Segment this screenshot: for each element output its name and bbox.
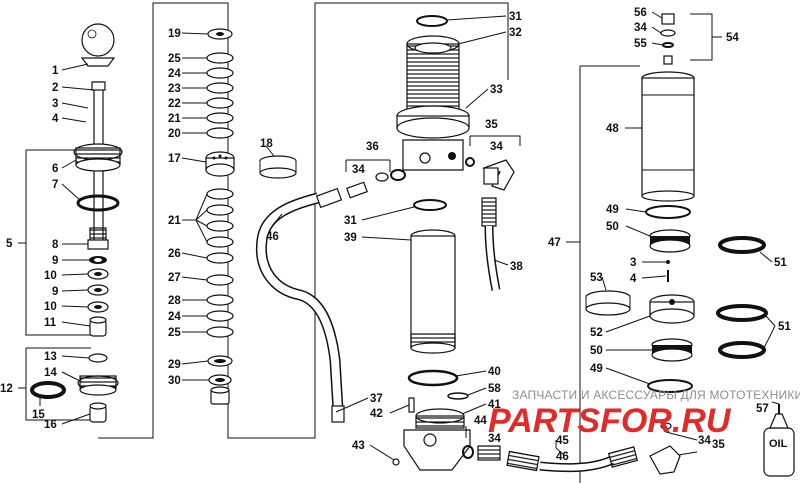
hose-assembly [255, 169, 406, 423]
callout-46: 46 [556, 451, 569, 463]
callout-24: 24 [168, 311, 181, 323]
callout-37: 37 [370, 393, 383, 405]
frame-lines [25, 2, 713, 483]
callout-58: 58 [488, 383, 501, 395]
callout-44: 44 [474, 415, 487, 427]
callout-2: 2 [52, 82, 58, 94]
callout-51: 51 [774, 257, 787, 269]
callout-9: 9 [52, 286, 58, 298]
callout-28: 28 [168, 295, 181, 307]
callout-23: 23 [168, 83, 181, 95]
callout-30: 30 [168, 375, 181, 387]
reservoir-assembly [585, 13, 795, 477]
callout-34: 34 [634, 22, 647, 34]
callout-50: 50 [606, 221, 619, 233]
callout-4: 4 [52, 113, 59, 125]
callout-3: 3 [630, 257, 636, 269]
callout-25: 25 [168, 53, 181, 65]
callout-11: 11 [44, 317, 57, 329]
callout-labels: 1 2 3 4 5 6 7 8 9 10 9 10 11 12 13 14 15… [0, 7, 791, 463]
o-ring-part [76, 194, 120, 212]
callout-7: 7 [52, 179, 58, 191]
callout-16: 16 [44, 419, 57, 431]
callout-21: 21 [168, 215, 181, 227]
callout-55: 55 [634, 38, 647, 50]
shaft-assembly [30, 23, 123, 423]
callout-27: 27 [168, 272, 181, 284]
callout-48: 48 [606, 123, 619, 135]
cylinder-assembly [392, 15, 681, 475]
callout-31: 31 [509, 11, 522, 23]
callout-1: 1 [52, 65, 59, 77]
callout-20: 20 [168, 128, 181, 140]
callout-35: 35 [485, 119, 498, 131]
callout-51: 51 [778, 321, 791, 333]
callout-34: 34 [352, 164, 365, 176]
callout-3: 3 [52, 98, 58, 110]
callout-34: 34 [698, 435, 711, 447]
watermark-logo: PARTSFOR.RU [488, 402, 732, 440]
callout-26: 26 [168, 248, 181, 260]
callout-39: 39 [344, 232, 357, 244]
callout-43: 43 [352, 440, 365, 452]
callout-32: 32 [509, 27, 522, 39]
callout-29: 29 [168, 359, 181, 371]
callout-14: 14 [44, 367, 57, 379]
watermark: ЗАПЧАСТИ И АКСЕССУАРЫ ДЛЯ МОТОТЕХНИКИ PA… [488, 388, 800, 440]
callout-57: 57 [756, 403, 769, 415]
callout-15: 15 [32, 409, 45, 421]
callout-34: 34 [488, 433, 501, 445]
callout-21: 21 [168, 113, 181, 125]
callout-8: 8 [52, 239, 59, 251]
callout-25: 25 [168, 327, 181, 339]
callout-12: 12 [0, 383, 13, 395]
callout-38: 38 [510, 261, 523, 273]
callout-33: 33 [490, 84, 503, 96]
callout-35: 35 [712, 439, 725, 451]
callout-40: 40 [488, 366, 501, 378]
callout-46: 46 [266, 231, 279, 243]
oil-bottle-label: OIL [769, 438, 788, 450]
callout-41: 41 [488, 399, 501, 411]
callout-4: 4 [630, 273, 637, 285]
callout-53: 53 [590, 272, 603, 284]
callout-6: 6 [52, 163, 58, 175]
callout-13: 13 [44, 351, 57, 363]
callout-5: 5 [6, 238, 13, 250]
callout-45: 45 [556, 435, 569, 447]
seal-ring-part [30, 381, 66, 399]
callout-56: 56 [634, 7, 647, 19]
callout-31: 31 [344, 215, 357, 227]
leader-lines [18, 11, 780, 461]
callout-47: 47 [548, 237, 561, 249]
ball-end-part [81, 23, 115, 57]
washer-stack [205, 28, 297, 405]
callout-49: 49 [590, 363, 603, 375]
callout-42: 42 [370, 408, 383, 420]
callout-52: 52 [590, 327, 603, 339]
callout-10: 10 [44, 301, 57, 313]
callout-54: 54 [726, 32, 739, 44]
callout-17: 17 [168, 153, 181, 165]
callout-24: 24 [168, 68, 181, 80]
callout-10: 10 [44, 270, 57, 282]
callout-36: 36 [366, 141, 379, 153]
callout-18: 18 [260, 138, 273, 150]
callout-22: 22 [168, 98, 181, 110]
watermark-text: ЗАПЧАСТИ И АКСЕССУАРЫ ДЛЯ МОТОТЕХНИКИ [512, 388, 800, 402]
callout-19: 19 [168, 28, 181, 40]
callout-50: 50 [590, 345, 603, 357]
callout-34: 34 [490, 141, 503, 153]
callout-49: 49 [606, 204, 619, 216]
callout-9: 9 [52, 255, 58, 267]
